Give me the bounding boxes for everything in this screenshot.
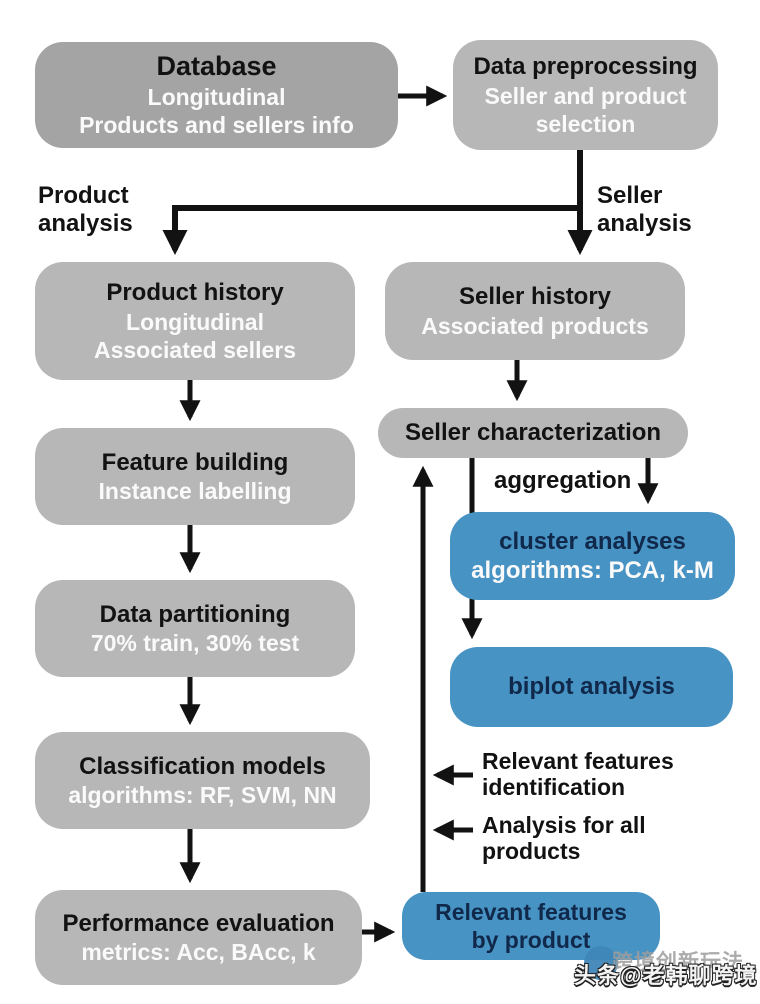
node-performance-evaluation: Performance evaluation metrics: Acc, BAc…	[35, 890, 362, 985]
node-product-history: Product history Longitudinal Associated …	[35, 262, 355, 380]
node-relevant-features-line2: by product	[471, 927, 591, 953]
node-data-preprocessing-line1: Seller and product	[484, 82, 687, 109]
node-product-history-line2: Associated sellers	[93, 336, 296, 363]
node-cluster-analyses-title: cluster analyses	[499, 527, 686, 555]
node-biplot-analysis: biplot analysis	[450, 647, 733, 727]
node-cluster-analyses: cluster analyses algorithms: PCA, k-M	[450, 512, 735, 600]
node-cluster-analyses-line1: algorithms: PCA, k-M	[471, 557, 714, 584]
node-feature-building: Feature building Instance labelling	[35, 428, 355, 525]
node-seller-history-title: Seller history	[458, 283, 612, 311]
node-feature-building-line1: Instance labelling	[98, 478, 292, 505]
label-relevant-features-identification: Relevant features identification	[482, 748, 674, 801]
node-database-line2: Products and sellers info	[79, 112, 354, 139]
node-data-preprocessing-title: Data preprocessing	[473, 53, 698, 81]
node-data-partitioning-title: Data partitioning	[99, 600, 291, 628]
node-product-history-title: Product history	[106, 279, 284, 307]
node-biplot-analysis-title: biplot analysis	[508, 673, 675, 701]
watermark-front-text: 头条@老韩聊跨境	[574, 963, 758, 988]
node-performance-evaluation-line1: metrics: Acc, BAcc, k	[81, 939, 316, 966]
node-database-line1: Longitudinal	[147, 84, 286, 111]
node-relevant-features-title: Relevant features	[435, 898, 627, 925]
label-analysis-for-all-products: Analysis for all products	[482, 812, 646, 865]
node-feature-building-title: Feature building	[101, 448, 289, 476]
node-classification-models-title: Classification models	[79, 752, 326, 780]
node-seller-history: Seller history Associated products	[385, 262, 685, 360]
node-data-preprocessing-line2: selection	[535, 110, 636, 137]
label-seller-analysis: Seller analysis	[597, 182, 692, 237]
node-database: Database Longitudinal Products and selle…	[35, 42, 398, 148]
label-product-analysis: Product analysis	[38, 182, 133, 237]
node-data-preprocessing: Data preprocessing Seller and product se…	[453, 40, 718, 150]
node-seller-history-line1: Associated products	[421, 312, 649, 339]
node-performance-evaluation-title: Performance evaluation	[62, 909, 335, 937]
node-classification-models-line1: algorithms: RF, SVM, NN	[68, 782, 337, 809]
node-data-partitioning-line1: 70% train, 30% test	[90, 630, 300, 657]
node-product-history-line1: Longitudinal	[126, 308, 264, 335]
watermark-dot-icon	[584, 946, 618, 980]
label-aggregation: aggregation	[494, 467, 632, 494]
node-seller-characterization: Seller characterization	[378, 408, 688, 458]
arrow-branch-to-product-history	[162, 205, 583, 256]
node-seller-characterization-title: Seller characterization	[404, 419, 662, 447]
watermark-back-text: 跨境创新玩法	[612, 951, 744, 974]
node-database-title: Database	[156, 51, 277, 82]
node-classification-models: Classification models algorithms: RF, SV…	[35, 732, 370, 829]
node-data-partitioning: Data partitioning 70% train, 30% test	[35, 580, 355, 677]
node-relevant-features-by-product: Relevant features by product	[402, 892, 660, 960]
